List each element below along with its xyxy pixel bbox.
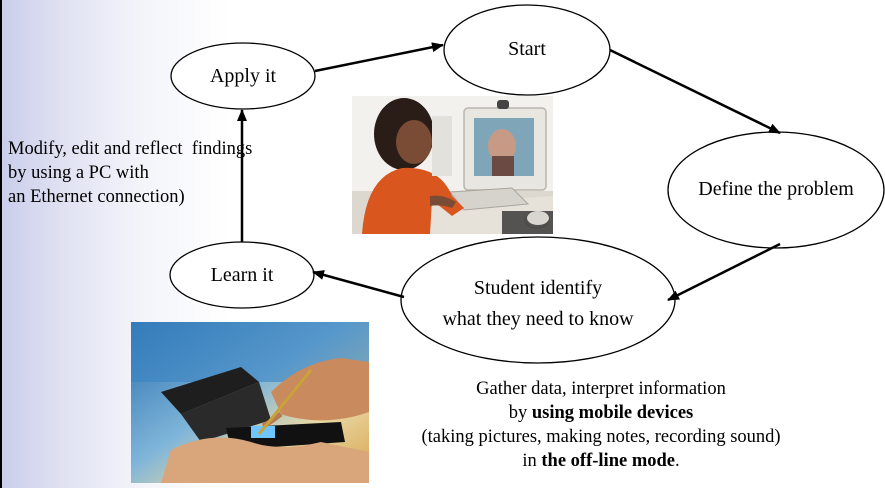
gather-line-2-prefix: by bbox=[508, 403, 532, 423]
identify-node-label-line1: Student identify bbox=[473, 277, 603, 299]
gather-line-2-bold: using mobile devices bbox=[531, 403, 694, 423]
findings-line-3: an Ethernet connection) bbox=[8, 187, 185, 207]
arrow-identify-to-learn bbox=[312, 270, 405, 299]
gather-line-4: in the off-line mode. bbox=[376, 449, 826, 473]
gather-line-2: by using mobile devices bbox=[376, 401, 826, 425]
arrow-apply-to-start bbox=[314, 42, 444, 73]
findings-line-2: by using a PC with bbox=[8, 163, 149, 183]
mobile-phone-photo bbox=[131, 322, 369, 483]
identify-node-ellipse bbox=[400, 236, 676, 364]
findings-description: Modify, edit and reflect findings by usi… bbox=[8, 137, 252, 209]
start-node-label: Start bbox=[508, 38, 546, 60]
gather-line-4-bold: the off-line mode bbox=[541, 451, 675, 471]
gather-line-4-prefix: in bbox=[522, 451, 542, 471]
identify-node-label-line2: what they need to know bbox=[442, 308, 634, 330]
gather-line-4-suffix: . bbox=[674, 451, 680, 471]
gather-line-1: Gather data, interpret information bbox=[476, 379, 726, 399]
apply-node-label: Apply it bbox=[209, 65, 277, 87]
findings-line-1: Modify, edit and reflect findings bbox=[8, 139, 253, 159]
gather-data-description: Gather data, interpret information by us… bbox=[376, 377, 826, 473]
arrow-start-to-define bbox=[609, 48, 781, 135]
arrow-define-to-identify bbox=[667, 242, 781, 302]
student-computer-photo bbox=[352, 96, 553, 234]
learn-node-label: Learn it bbox=[210, 264, 274, 286]
slide-left-border bbox=[0, 0, 2, 488]
define-node-label: Define the problem bbox=[698, 178, 854, 200]
gather-line-3: (taking pictures, making notes, recordin… bbox=[421, 427, 781, 447]
